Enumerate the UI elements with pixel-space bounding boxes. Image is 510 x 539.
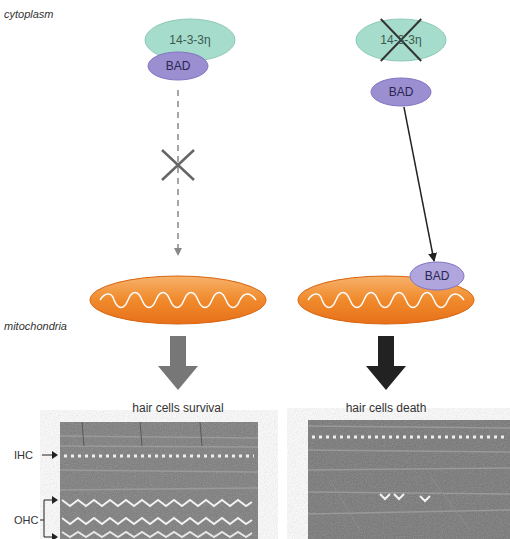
node-label: 14-3-3η — [144, 33, 236, 47]
text-label: IHC — [14, 449, 33, 461]
node-label: 14-3-3η — [355, 33, 447, 47]
mitochondrion — [90, 276, 266, 324]
node-label: BAD — [147, 59, 209, 73]
text-label: OHC — [14, 514, 38, 526]
outcome-arrow — [158, 336, 198, 390]
node-label: BAD — [370, 85, 432, 99]
blocked-arrow — [177, 90, 179, 252]
text-label: mitochondria — [4, 320, 67, 332]
ellipse-node: BAD — [409, 261, 465, 291]
node-label: BAD — [409, 269, 465, 283]
sem-image — [60, 422, 258, 539]
text-label: hair cells survival — [132, 401, 223, 415]
ellipse-node: BAD — [370, 77, 432, 107]
text-label: hair cells death — [346, 401, 427, 415]
translocation-arrow — [404, 107, 434, 261]
ellipse-node: BAD — [147, 51, 209, 81]
ellipse-node: 14-3-3η — [355, 18, 447, 62]
block-cross — [162, 150, 194, 180]
outcome-arrow — [366, 336, 406, 390]
text-label: cytoplasm — [4, 8, 54, 20]
sem-image — [308, 420, 510, 539]
